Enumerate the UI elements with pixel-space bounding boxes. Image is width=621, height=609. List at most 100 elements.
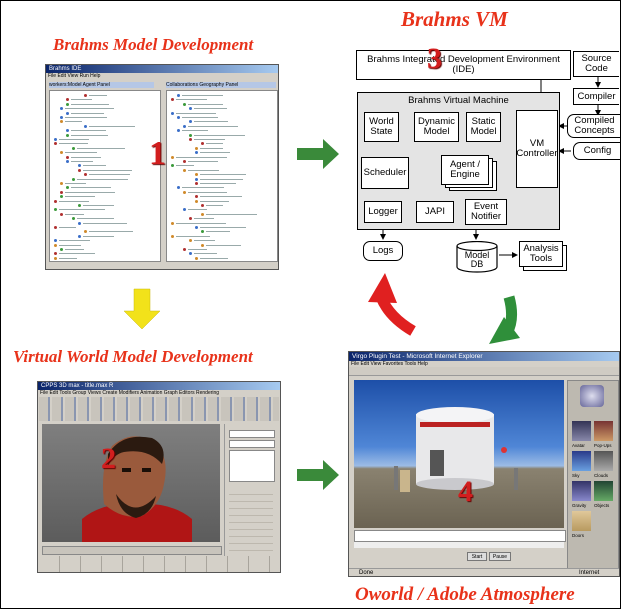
browser-status-text: Done	[359, 570, 374, 576]
tree-node-icon	[177, 94, 180, 97]
tree-node-text	[65, 183, 86, 184]
palette-thumb[interactable]	[572, 421, 591, 441]
max-toolbar	[39, 397, 279, 421]
tree-node-text	[89, 174, 130, 176]
chat-area	[354, 530, 566, 542]
tree-node-text	[59, 257, 77, 259]
max-window-menubar: File Edit Tools Group Views Create Modif…	[38, 390, 280, 396]
tree-node-text	[206, 213, 257, 215]
tree-node-text	[71, 134, 108, 136]
tree-node-text	[176, 222, 226, 224]
brahms-right-panel-header: Collaborations Geography Panel	[166, 82, 276, 88]
palette-thumb[interactable]	[594, 481, 613, 501]
palette-thumb[interactable]	[572, 451, 591, 471]
step-number-2: 2	[101, 442, 116, 475]
tree-node-text	[71, 103, 109, 105]
max-statusbar	[39, 556, 279, 572]
arrow-to-virtual-world	[123, 288, 161, 330]
tree-node-text	[206, 205, 223, 206]
tree-node-icon	[78, 234, 81, 238]
tree-node-icon	[66, 133, 69, 137]
tree-node-icon	[195, 146, 198, 150]
brahms-vm-label: Brahms Virtual Machine	[408, 95, 509, 106]
tree-node-icon	[195, 256, 198, 260]
tree-node-icon	[171, 164, 174, 168]
tree-node-text	[83, 205, 114, 206]
tree-node-text	[200, 174, 246, 176]
tree-node-text	[194, 121, 228, 123]
tree-node-icon	[54, 243, 57, 247]
palette-label: Sky	[572, 473, 580, 478]
palette-label: Doors	[572, 533, 585, 538]
tree-node-icon	[201, 230, 204, 234]
tree-node-text	[83, 169, 132, 171]
tree-node-text	[89, 95, 107, 96]
tree-node-icon	[66, 129, 69, 133]
max-timeline	[42, 546, 222, 555]
tree-node-icon	[201, 142, 204, 146]
source-code-box: Source Code	[573, 51, 619, 77]
world-state-box: World State	[364, 112, 399, 142]
tree-node-icon	[54, 252, 57, 256]
tree-node-icon	[66, 155, 69, 159]
tree-node-icon	[171, 98, 174, 102]
tree-node-text	[188, 209, 207, 211]
tree-node-icon	[54, 142, 57, 146]
tree-node-icon	[54, 239, 57, 243]
tree-node-icon	[183, 208, 186, 212]
tree-node-icon	[171, 221, 174, 225]
tree-node-text	[71, 112, 104, 114]
tree-node-text	[206, 143, 223, 145]
tree-node-icon	[60, 182, 63, 185]
tree-node-text	[188, 191, 227, 193]
tree-node-icon	[189, 239, 192, 243]
palette-thumb[interactable]	[594, 421, 613, 441]
max-viewport	[42, 424, 220, 542]
tree-node-text	[83, 235, 114, 237]
tree-node-icon	[195, 151, 198, 155]
step-number-4: 4	[458, 475, 473, 508]
atmosphere-start-button[interactable]: Start	[467, 552, 487, 561]
compiled-concepts-box: Compiled Concepts	[567, 114, 620, 138]
tree-node-icon	[195, 195, 198, 199]
tree-node-text	[59, 209, 105, 211]
palette-thumb[interactable]	[594, 451, 613, 471]
palette-thumb[interactable]	[572, 511, 591, 531]
tree-node-icon	[54, 256, 57, 260]
tree-node-icon	[189, 217, 192, 221]
tree-node-icon	[189, 107, 192, 111]
tree-node-icon	[171, 155, 174, 159]
brahms-geography-tree	[166, 90, 278, 262]
tree-node-icon	[78, 204, 81, 207]
tree-node-icon	[60, 107, 63, 111]
tree-node-icon	[54, 138, 57, 141]
tree-node-icon	[189, 252, 192, 256]
tree-node-icon	[72, 146, 75, 150]
tree-node-icon	[195, 226, 198, 229]
tree-node-icon	[177, 186, 180, 190]
browser-menubar: File Edit View Favorites Tools Help	[349, 361, 619, 367]
agent-engine-box: Agent / Engine	[441, 155, 489, 185]
brahms-model-tree	[49, 90, 161, 262]
tree-node-icon	[183, 124, 186, 128]
tree-node-icon	[201, 204, 204, 207]
cycle-arrowhead-green	[489, 317, 520, 344]
tree-node-icon	[189, 133, 192, 137]
atmosphere-pause-button[interactable]: Pause	[489, 552, 511, 561]
tree-node-text	[200, 257, 228, 259]
tree-node-text	[188, 161, 218, 162]
tree-node-text	[65, 191, 115, 193]
tree-node-text	[89, 231, 133, 233]
tree-node-text	[77, 178, 128, 180]
static-model-box: Static Model	[466, 112, 501, 142]
tree-node-text	[188, 249, 207, 250]
title-oworld-adobe-atmosphere: Oworld / Adobe Atmosphere	[355, 584, 575, 605]
palette-thumb[interactable]	[572, 481, 591, 501]
tree-node-text	[71, 99, 92, 101]
tree-node-text	[194, 253, 217, 255]
tree-node-text	[89, 125, 135, 127]
tree-node-text	[77, 147, 125, 149]
tree-node-icon	[60, 195, 63, 199]
tree-node-icon	[72, 177, 75, 181]
